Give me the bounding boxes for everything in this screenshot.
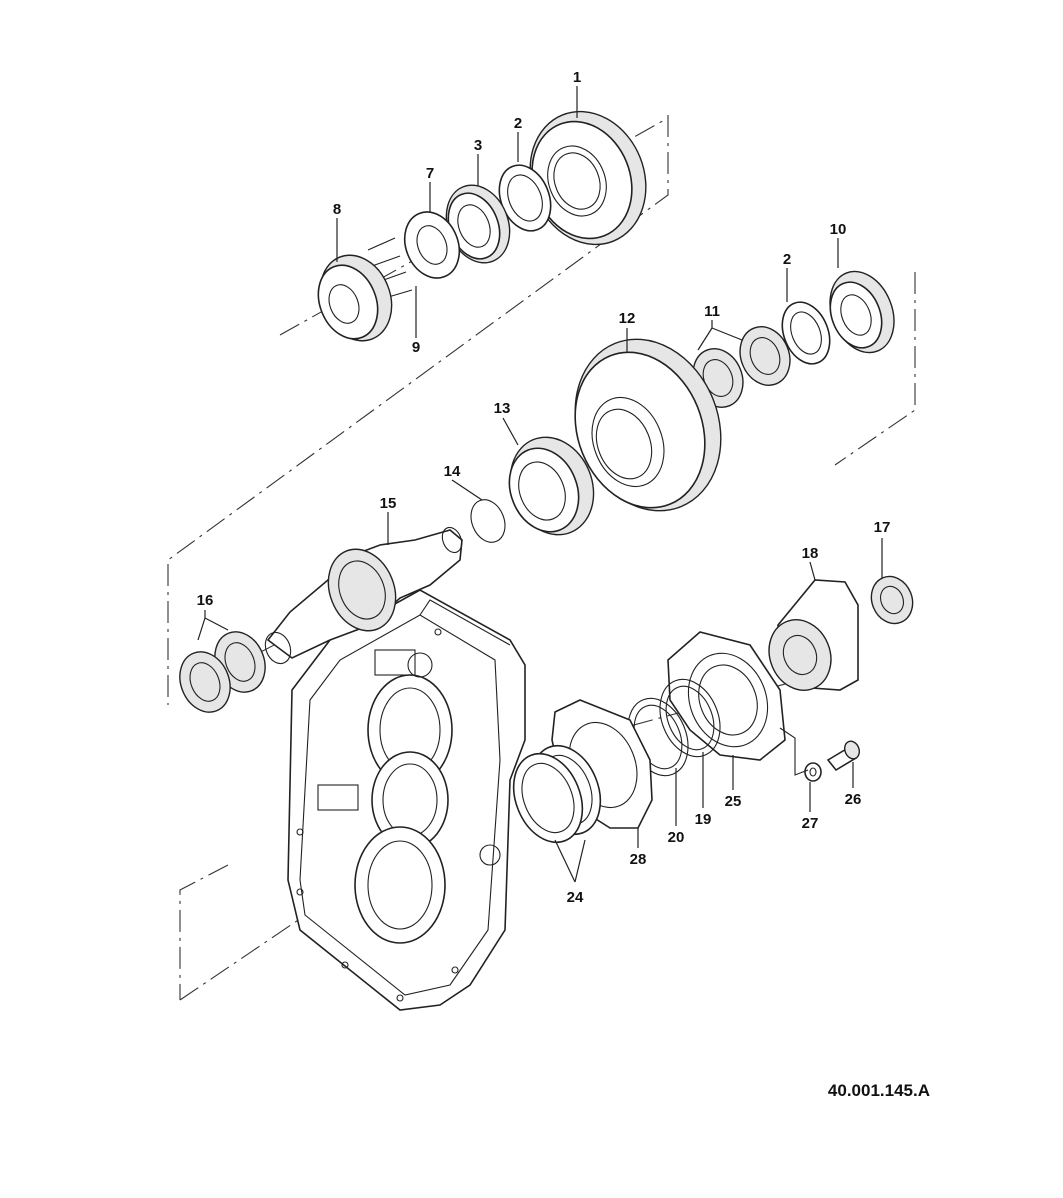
callout-7: 7 — [426, 165, 434, 182]
callout-2b: 2 — [783, 251, 791, 268]
hub-part-8 — [317, 254, 393, 342]
callout-16: 16 — [197, 592, 214, 609]
callout-15: 15 — [380, 495, 397, 512]
bolt-axis-bracket — [779, 727, 809, 776]
callout-9: 9 — [412, 339, 420, 356]
callout-14: 14 — [444, 463, 461, 480]
shaft-part-15 — [264, 526, 463, 665]
shims-part-24 — [512, 744, 602, 844]
callout-1: 1 — [573, 69, 581, 86]
snap-ring-part-14 — [470, 499, 506, 543]
callout-17: 17 — [874, 519, 891, 536]
gearbox-housing — [287, 589, 526, 1011]
callout-13: 13 — [494, 400, 511, 417]
callout-24: 24 — [567, 889, 584, 906]
callout-28: 28 — [630, 851, 647, 868]
callout-8: 8 — [333, 201, 341, 218]
seal-part-17 — [870, 575, 914, 625]
washer-part-7 — [403, 211, 461, 279]
washer-part-27 — [804, 762, 822, 782]
callout-11: 11 — [704, 303, 720, 320]
callout-2: 2 — [514, 115, 522, 132]
callout-20: 20 — [668, 829, 685, 846]
ring-part-19 — [659, 678, 721, 758]
callout-labels: 1 2 3 7 8 9 10 2 11 12 13 14 15 16 17 18… — [197, 69, 891, 906]
callout-12: 12 — [619, 310, 636, 327]
washer-part-2-upper — [498, 164, 552, 232]
sleeve-part-13 — [508, 436, 595, 536]
bearings-part-16 — [179, 631, 266, 713]
callout-26: 26 — [845, 791, 862, 808]
cover-part-25 — [667, 631, 786, 761]
bearing-part-10 — [829, 270, 895, 354]
callout-27: 27 — [802, 815, 819, 832]
leader-lines — [197, 86, 883, 883]
flange-part-18 — [768, 579, 859, 691]
gear-part-1 — [529, 110, 647, 246]
callout-3: 3 — [474, 137, 482, 154]
callout-10: 10 — [830, 221, 847, 238]
drawing-reference-code: 40.001.145.A — [828, 1081, 930, 1100]
callout-19: 19 — [695, 811, 712, 828]
callout-18: 18 — [802, 545, 819, 562]
washer-part-2-lower — [781, 301, 831, 365]
bolt-part-26 — [826, 740, 861, 772]
gear-part-12 — [574, 338, 722, 512]
callout-25: 25 — [725, 793, 742, 810]
